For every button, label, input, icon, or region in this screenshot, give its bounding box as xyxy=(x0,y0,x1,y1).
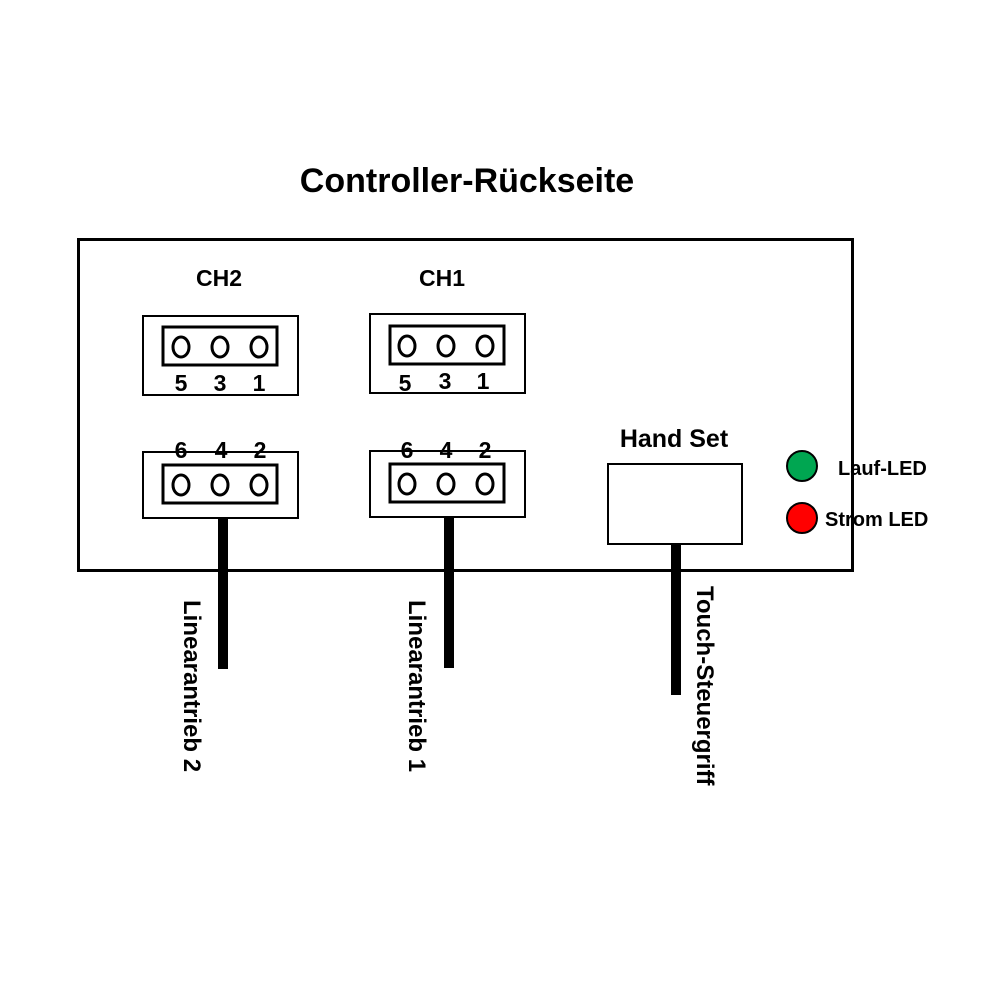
pin-number: 4 xyxy=(215,437,228,463)
pin-icon xyxy=(249,473,269,497)
handset-socket xyxy=(607,463,743,545)
diagram-title: Controller-Rückseite xyxy=(300,162,634,200)
channel-label: CH2 xyxy=(196,265,242,291)
cable-label: Linearantrieb 2 xyxy=(178,600,205,772)
cable-line xyxy=(671,544,681,695)
led-label: Strom LED xyxy=(825,509,928,531)
cable-line xyxy=(444,517,454,668)
pin-number: 3 xyxy=(214,370,227,396)
pin-number: 3 xyxy=(439,368,452,394)
channel-label: CH1 xyxy=(419,265,465,291)
pin-icon xyxy=(171,335,191,359)
connector-bottom: 6 4 2 xyxy=(369,437,526,518)
pin-number: 2 xyxy=(479,437,492,463)
pin-number: 6 xyxy=(175,437,188,463)
pin-icon xyxy=(436,334,456,358)
pin-icon xyxy=(249,335,269,359)
pin-icon xyxy=(436,472,456,496)
led-power: Strom LED xyxy=(786,502,928,534)
pin-icon xyxy=(475,334,495,358)
pin-number: 5 xyxy=(175,370,188,396)
pin-number: 2 xyxy=(254,437,267,463)
cable-line xyxy=(218,518,228,669)
pin-icon xyxy=(171,473,191,497)
pin-number: 4 xyxy=(440,437,453,463)
led-label: Lauf-LED xyxy=(838,458,927,480)
pin-icon xyxy=(210,335,230,359)
pin-number: 1 xyxy=(477,368,490,394)
connector-top: 5 3 1 xyxy=(369,313,526,396)
cable-label: Touch-Steuergriff xyxy=(691,586,718,787)
pin-number: 6 xyxy=(401,437,414,463)
pin-icon xyxy=(397,472,417,496)
handset-label: Hand Set xyxy=(620,425,729,453)
green-led-icon xyxy=(786,450,818,482)
red-led-icon xyxy=(786,502,818,534)
pin-icon xyxy=(475,472,495,496)
connector-bottom: 6 4 2 xyxy=(142,437,299,519)
led-run: Lauf-LED xyxy=(786,450,927,482)
pin-number: 5 xyxy=(399,370,412,396)
pin-icon xyxy=(210,473,230,497)
channel-ch2: CH2 5 3 1 6 4 2 Linearantrieb 2 xyxy=(142,265,299,772)
connector-top: 5 3 1 xyxy=(142,315,299,396)
channel-ch1: CH1 5 3 1 6 4 2 Linearantrieb 1 xyxy=(369,265,526,772)
controller-housing xyxy=(77,238,854,572)
cable-label: Linearantrieb 1 xyxy=(403,600,430,772)
pin-icon xyxy=(397,334,417,358)
handset-port: Hand Set Touch-Steuergriff xyxy=(607,425,743,787)
pin-number: 1 xyxy=(253,370,266,396)
